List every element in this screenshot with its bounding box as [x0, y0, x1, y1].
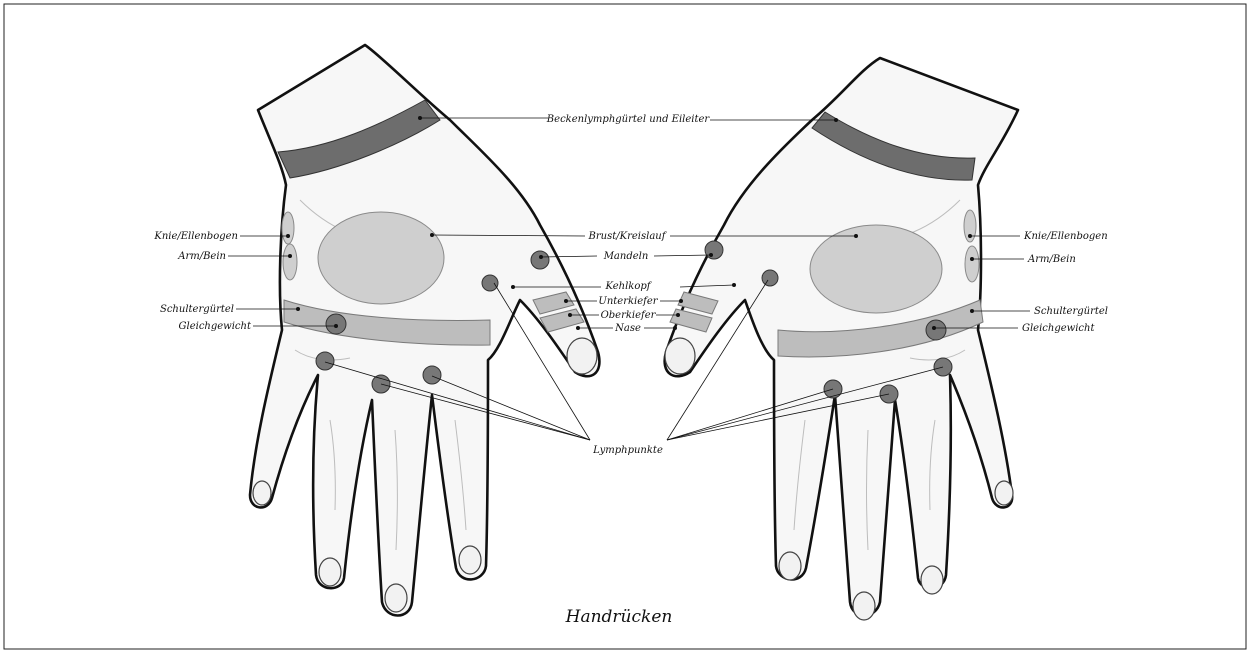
left-larynx-spot [482, 275, 498, 291]
label-nose: Nase [614, 323, 641, 334]
right-chest-zone [810, 225, 942, 313]
right-middle-nail [853, 592, 875, 620]
label-left-arm: Arm/Bein [177, 251, 226, 262]
diagram-caption: Handrücken [565, 607, 673, 627]
label-lower-jaw: Unterkiefer [598, 296, 658, 307]
label-pelvic: Beckenlymphgürtel und Eileiter [546, 114, 711, 125]
label-right-knee: Knie/Ellenbogen [1023, 231, 1108, 242]
left-ring-nail [319, 558, 341, 586]
right-ring-nail [921, 566, 943, 594]
left-hand [250, 45, 599, 616]
left-knee-zone [282, 212, 294, 244]
right-pinky-nail [995, 481, 1013, 505]
right-thumb-nail [665, 338, 695, 374]
label-tonsils: Mandeln [603, 251, 649, 262]
label-right-shoulder: Schultergürtel [1034, 306, 1108, 317]
label-chest: Brust/Kreislauf [588, 231, 668, 242]
label-left-shoulder: Schultergürtel [160, 304, 234, 315]
label-lymph: Lymphpunkte [592, 445, 663, 456]
label-right-balance: Gleichgewicht [1022, 323, 1095, 334]
left-pinky-nail [253, 481, 271, 505]
left-thumb-nail [567, 338, 597, 374]
label-larynx: Kehlkopf [605, 281, 653, 292]
left-lymph-spot-1 [316, 352, 334, 370]
left-lymph-spot-3 [423, 366, 441, 384]
left-arm-zone [283, 244, 297, 280]
left-middle-nail [385, 584, 407, 612]
right-balance-spot [926, 320, 946, 340]
left-chest-zone [318, 212, 444, 304]
right-tonsil-spot [705, 241, 723, 259]
label-left-knee: Knie/Ellenbogen [153, 231, 238, 242]
left-index-nail [459, 546, 481, 574]
right-arm-zone [965, 246, 979, 282]
label-right-arm: Arm/Bein [1027, 254, 1076, 265]
label-upper-jaw: Oberkiefer [601, 310, 657, 321]
left-tonsil-spot [531, 251, 549, 269]
right-larynx-spot [762, 270, 778, 286]
right-index-nail [779, 552, 801, 580]
right-hand [665, 58, 1018, 620]
label-left-balance: Gleichgewicht [179, 321, 252, 332]
